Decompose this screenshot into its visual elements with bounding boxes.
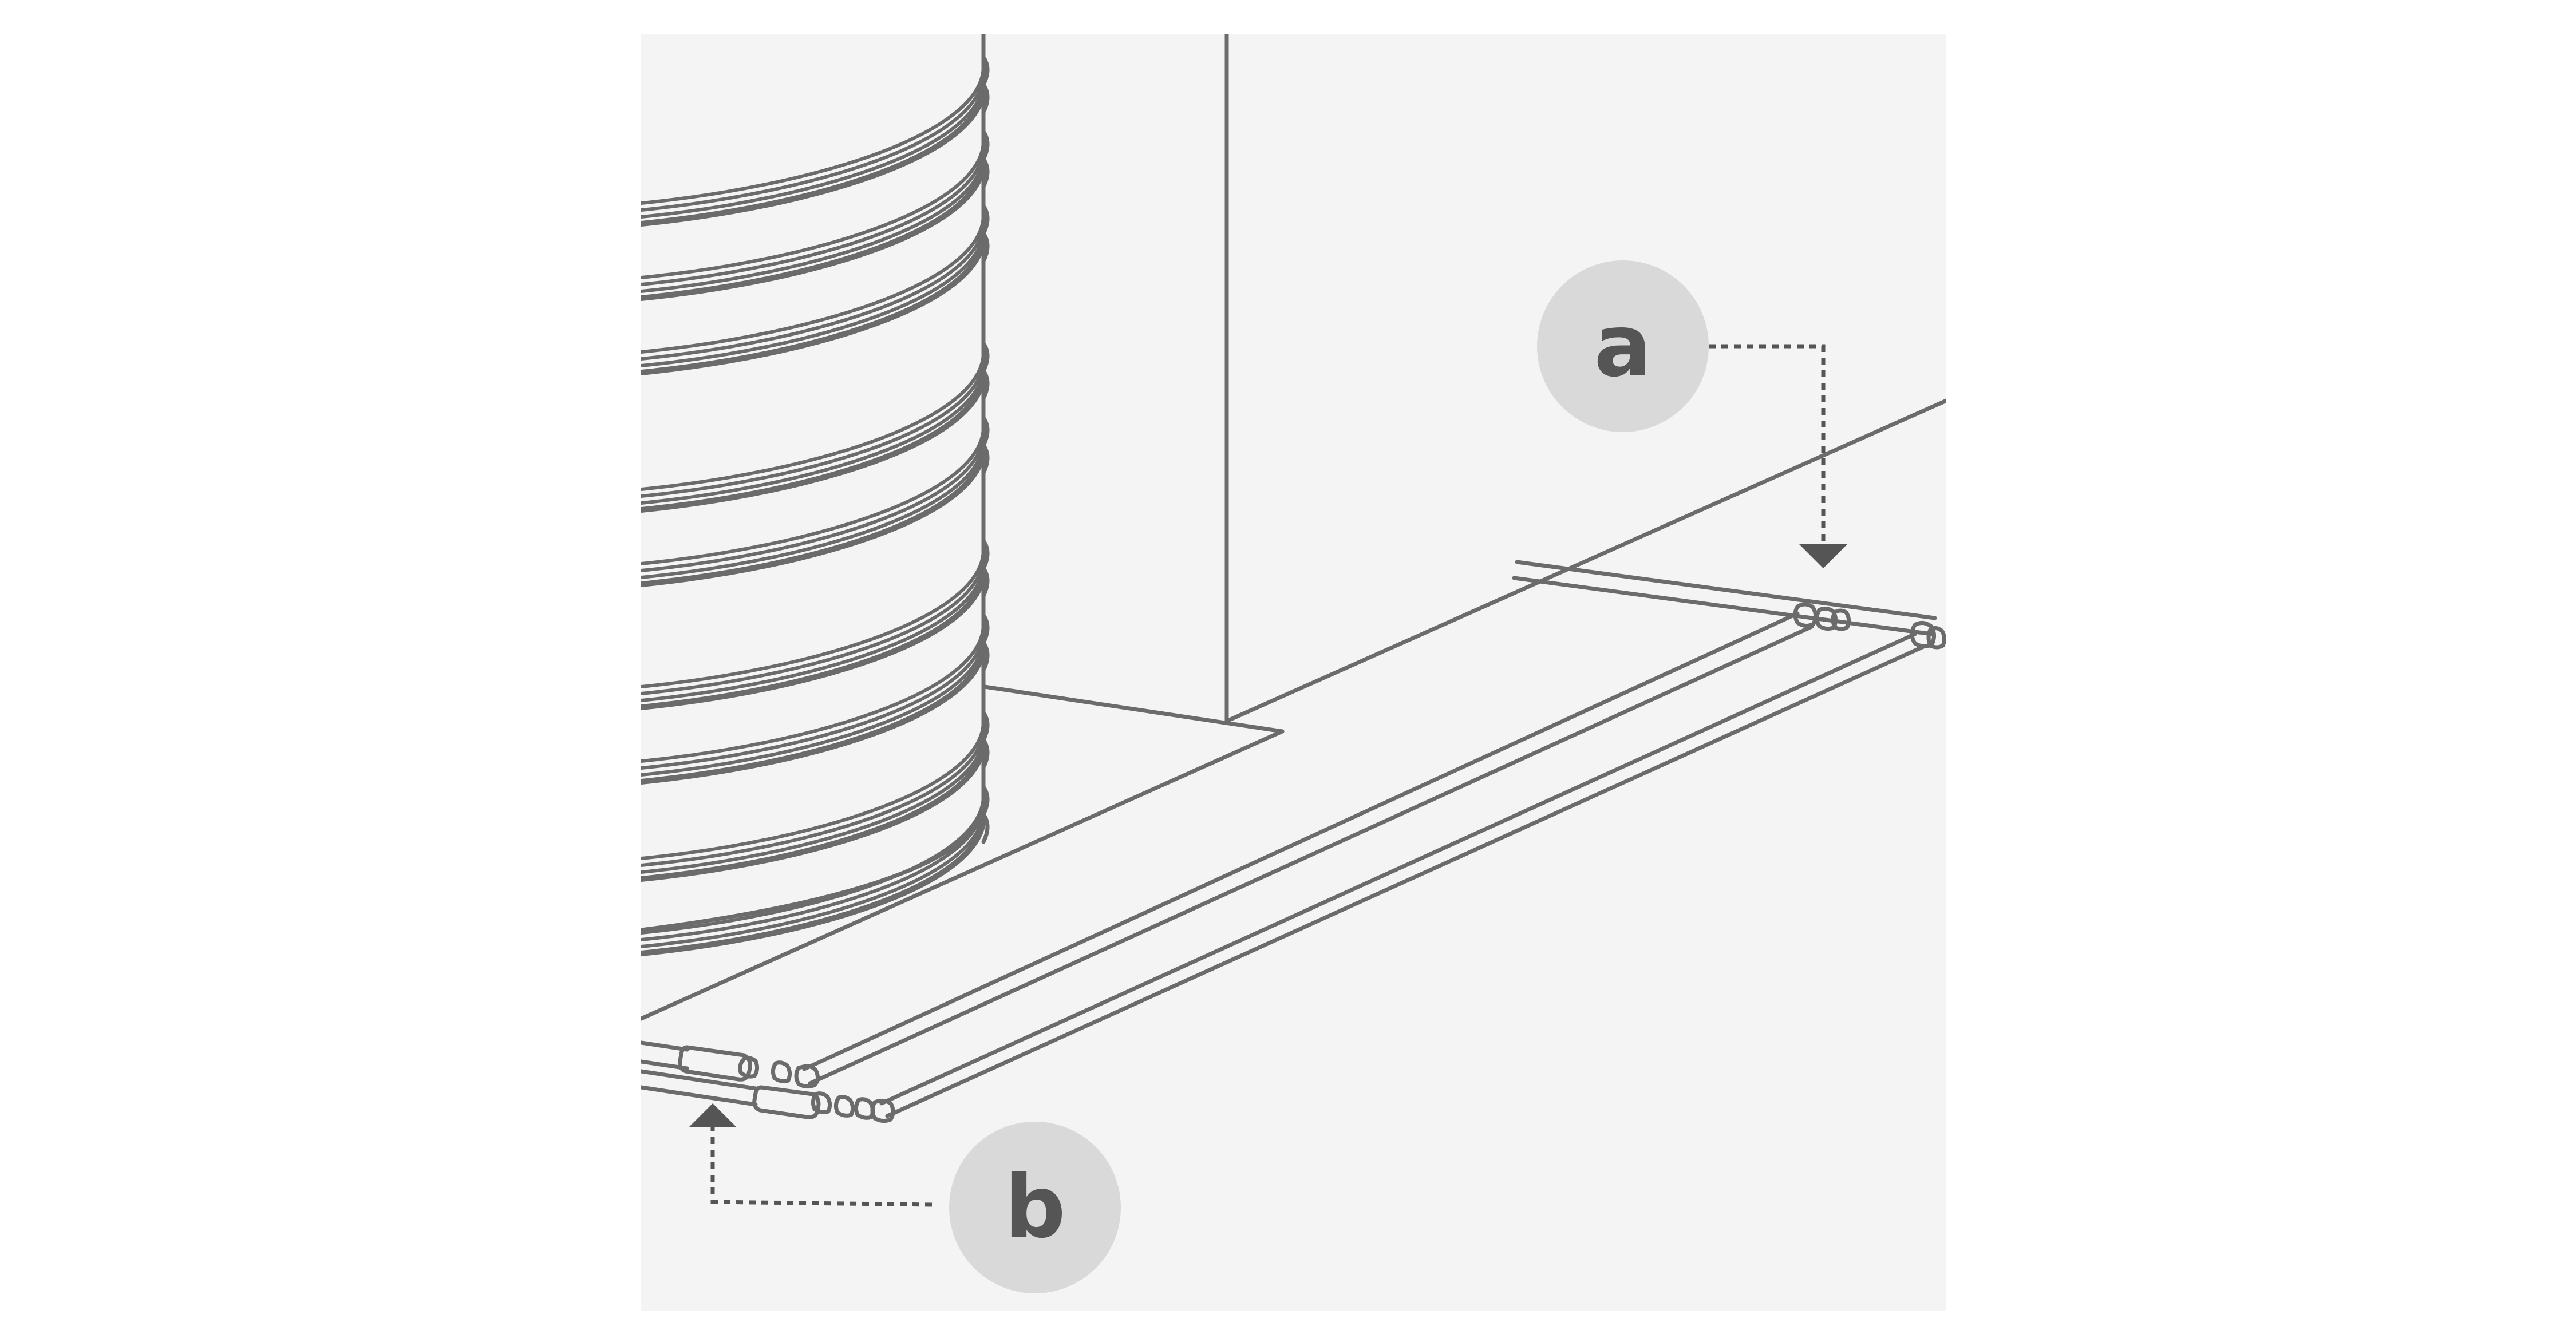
ring-line	[641, 555, 985, 695]
ring-line	[641, 145, 985, 286]
ring-line	[641, 622, 985, 763]
callout-a: a	[1537, 260, 1848, 568]
callout-a-arrowhead	[1799, 544, 1848, 568]
callout-b: b	[689, 1103, 1121, 1293]
ring-line	[641, 84, 986, 227]
ring-line	[641, 636, 985, 777]
callout-a-label: a	[1594, 296, 1652, 396]
ring-line	[641, 719, 985, 860]
ring-line	[641, 364, 985, 505]
callout-b-circle	[949, 1122, 1121, 1293]
callout-b-leader	[710, 1127, 933, 1207]
ring-line	[641, 813, 986, 956]
stacked-ring-column	[641, 34, 990, 956]
room-corner-lines	[641, 34, 1946, 1021]
ring-line	[641, 438, 985, 579]
ring-line	[641, 432, 985, 572]
ring-line	[641, 350, 985, 491]
ring-line	[641, 227, 985, 367]
ring-line	[641, 642, 986, 785]
ring-line	[641, 232, 986, 375]
ring-line	[641, 726, 985, 867]
ring-line	[641, 733, 985, 874]
ring-line	[641, 561, 985, 702]
ring-line	[641, 64, 985, 205]
ring-line	[641, 807, 985, 948]
callout-a-circle	[1537, 260, 1709, 432]
callout-b-arrowhead	[689, 1103, 737, 1127]
ring-line	[641, 739, 986, 882]
ring-line	[641, 425, 985, 565]
ring-line	[641, 357, 985, 498]
ring-line	[641, 567, 986, 710]
ring-line	[641, 152, 985, 293]
rail-assembly	[641, 560, 1946, 1123]
right-rail-connectors	[1793, 602, 1946, 650]
ring-line	[641, 78, 985, 219]
ring-line	[641, 629, 985, 770]
ring-line	[641, 158, 986, 301]
ring-line	[641, 444, 986, 587]
ring-line	[641, 213, 985, 354]
ring-line	[641, 138, 985, 279]
ring-line	[641, 71, 985, 212]
callout-a-leader	[1709, 344, 1826, 544]
left-rail-connectors	[678, 1045, 895, 1123]
ring-line	[641, 370, 986, 513]
ring-line	[641, 220, 985, 361]
ring-line	[641, 548, 985, 688]
callout-b-label: b	[1004, 1158, 1065, 1257]
